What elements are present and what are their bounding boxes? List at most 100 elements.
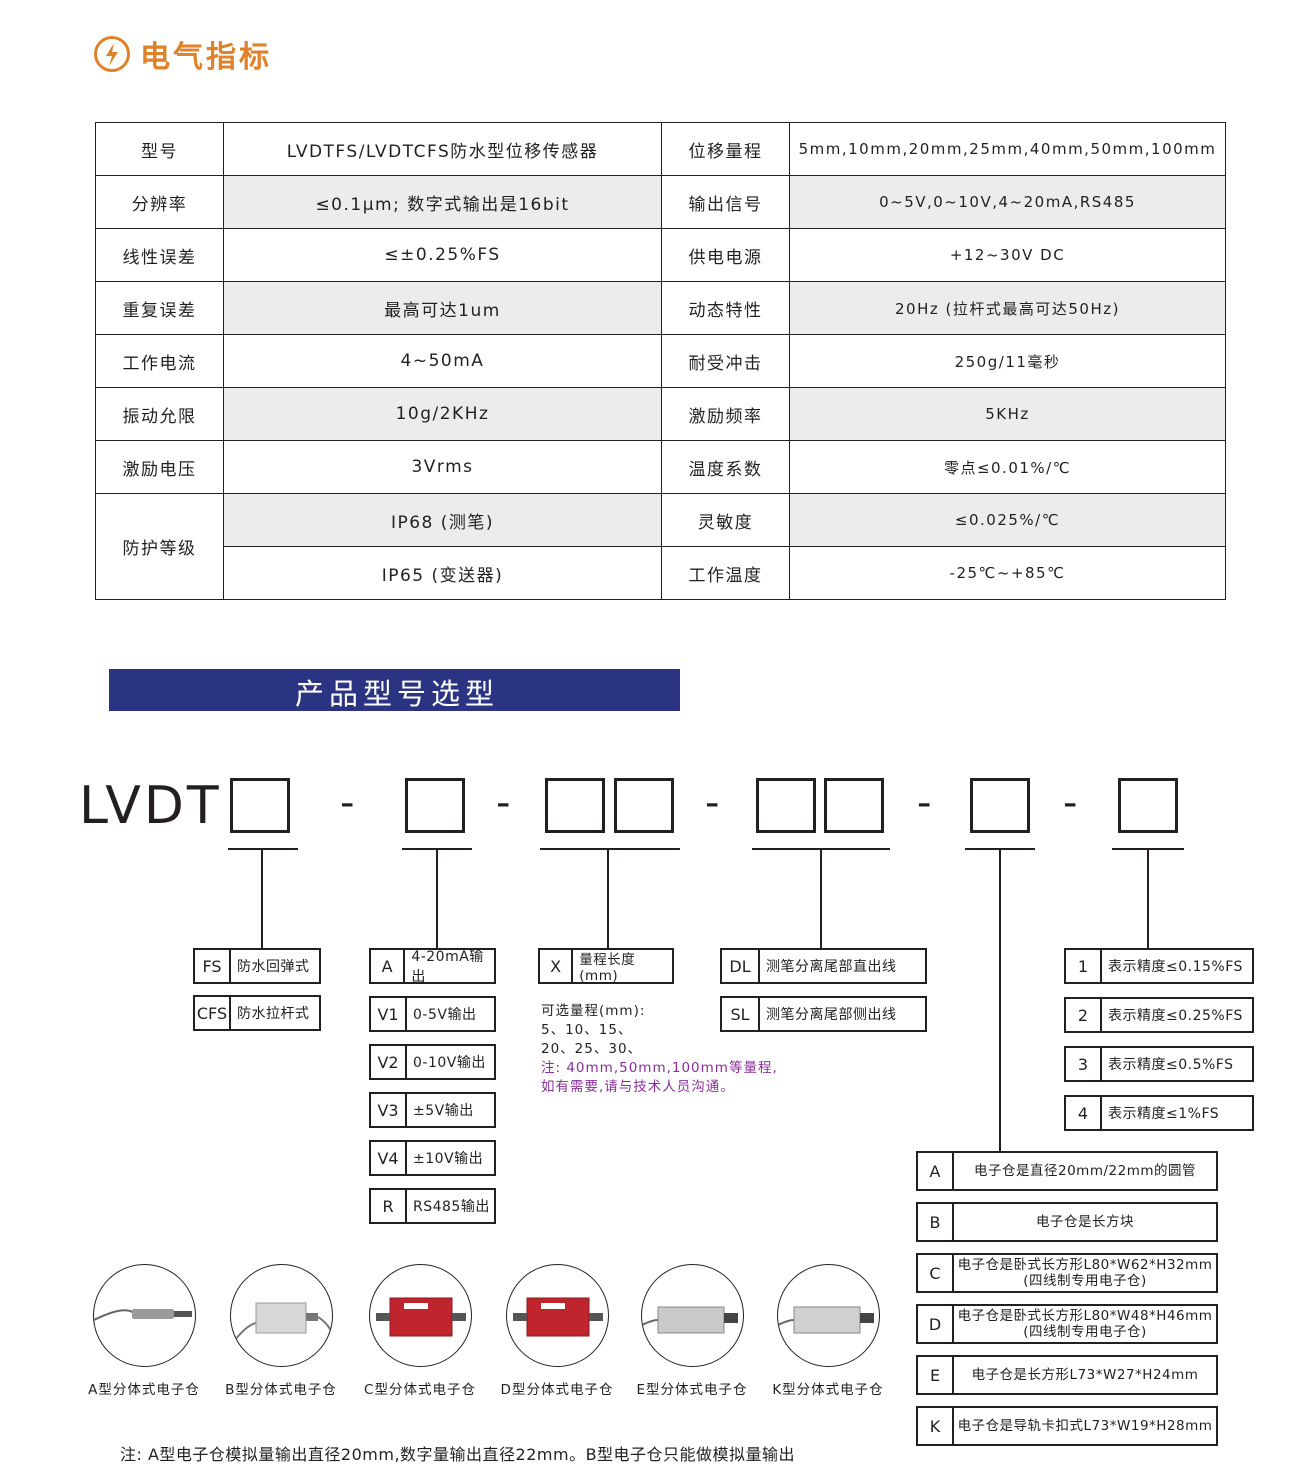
banner-bar <box>109 669 680 711</box>
option-desc: RS485输出 <box>413 1199 490 1215</box>
spec-cell-k1: 线性误差 <box>95 228 224 282</box>
option-code: V2 <box>371 1046 407 1078</box>
lightning-icon <box>94 36 130 72</box>
range-note-line: 如有需要,请与技术人员沟通。 <box>541 1079 735 1095</box>
spec-cell-v2: 0~5V,0~10V,4~20mA,RS485 <box>789 175 1226 229</box>
product-illustration <box>376 1297 466 1337</box>
underline-range <box>540 848 680 850</box>
option-code: E <box>918 1357 954 1393</box>
spec-cell-k1: 激励电压 <box>95 440 224 494</box>
connector-type <box>261 849 263 950</box>
product-caption: B型分体式电子仓 <box>225 1382 337 1398</box>
spec-cell-v2: 5KHz <box>789 387 1226 441</box>
spec-cell-v1: LVDTFS/LVDTCFS防水型位移传感器 <box>223 122 662 176</box>
footnote: 注: A型电子仓模拟量输出直径20mm,数字量输出直径22mm。B型电子仓只能做… <box>120 1445 796 1464</box>
spec-row: IP65 (变送器)工作温度-25℃~+85℃ <box>96 546 1226 600</box>
option-code: A <box>918 1153 954 1189</box>
code-dash: - <box>340 780 355 826</box>
code-prefix: LVDT <box>79 776 222 836</box>
product-caption: A型分体式电子仓 <box>88 1382 200 1398</box>
option-range: X 量程长度(mm) <box>538 948 674 984</box>
range-note-line: 5、10、15、 <box>541 1022 633 1038</box>
option-code: D <box>918 1306 954 1342</box>
spec-cell-k2: 灵敏度 <box>661 493 790 547</box>
option-code: V1 <box>371 998 407 1030</box>
option-desc: 电子仓是长方块 <box>954 1204 1216 1240</box>
option-desc: 表示精度≤0.15%FS <box>1108 959 1243 975</box>
option-desc: 表示精度≤0.5%FS <box>1108 1057 1234 1073</box>
option-code: R <box>371 1190 407 1222</box>
underline-type <box>228 848 298 850</box>
spec-cell-v1: ≤0.1μm; 数字式输出是16bit <box>223 175 662 229</box>
option-desc-line: 电子仓是导轨卡扣式L73*W19*H28mm <box>957 1418 1213 1434</box>
option-item: V1 0-5V输出 <box>369 996 496 1032</box>
option-item: CFS 防水拉杆式 <box>193 995 321 1031</box>
range-note: 可选量程(mm): 5、10、15、 20、25、30、 注: 40mm,50m… <box>541 1002 778 1097</box>
product-image <box>230 1264 333 1367</box>
banner-title: 产品型号选型 <box>295 677 500 711</box>
product-caption: E型分体式电子仓 <box>636 1382 748 1398</box>
spec-cell-v1: IP68 (测笔) <box>223 493 662 547</box>
option-item: 3 表示精度≤0.5%FS <box>1064 1046 1254 1082</box>
option-desc: 电子仓是导轨卡扣式L73*W19*H28mm <box>954 1408 1216 1444</box>
option-item: V4±10V输出 <box>369 1140 496 1176</box>
range-note-line: 20、25、30、 <box>541 1041 643 1057</box>
option-desc: 电子仓是卧式长方形L80*W48*H46mm(四线制专用电子仓) <box>954 1306 1216 1342</box>
spec-cell-v2: +12~30V DC <box>789 228 1226 282</box>
connector-accuracy <box>1147 849 1149 950</box>
spec-cell-k1: 型号 <box>95 122 224 176</box>
option-item: R RS485输出 <box>369 1188 496 1224</box>
code-box-housing <box>970 778 1030 833</box>
spec-cell-k2: 输出信号 <box>661 175 790 229</box>
spec-cell-v1: 最高可达1um <box>223 281 662 335</box>
spec-cell-v1: 3Vrms <box>223 440 662 494</box>
product-illustration <box>94 1309 192 1321</box>
option-code: V3 <box>371 1094 407 1126</box>
spec-cell-k1: 重复误差 <box>95 281 224 335</box>
option-desc: 电子仓是卧式长方形L80*W62*H32mm(四线制专用电子仓) <box>954 1255 1216 1291</box>
code-dash: - <box>496 780 511 826</box>
spec-cell-k2: 激励频率 <box>661 387 790 441</box>
spec-cell-v2: -25℃~+85℃ <box>789 546 1226 600</box>
code-box-cable-2 <box>824 778 884 833</box>
spec-cell-k1: 防护等级 <box>95 493 224 600</box>
spec-cell-v1: 4~50mA <box>223 334 662 388</box>
spec-cell-k1: 工作电流 <box>95 334 224 388</box>
option-desc: 0-5V输出 <box>413 1007 477 1023</box>
product-illustration <box>513 1297 603 1337</box>
option-desc: 防水拉杆式 <box>237 1006 310 1022</box>
option-desc-line: (四线制专用电子仓) <box>1023 1324 1147 1340</box>
option-code: 3 <box>1066 1048 1102 1080</box>
option-code: X <box>540 950 574 982</box>
connector-range <box>607 849 609 950</box>
option-desc: 表示精度≤0.25%FS <box>1108 1008 1243 1024</box>
option-desc: 电子仓是长方形L73*W27*H24mm <box>954 1357 1216 1393</box>
product-caption: K型分体式电子仓 <box>772 1382 884 1398</box>
option-item: V3±5V输出 <box>369 1092 496 1128</box>
option-code: FS <box>195 950 231 982</box>
spec-cell-k2: 供电电源 <box>661 228 790 282</box>
spec-cell-v1: IP65 (变送器) <box>223 546 662 600</box>
option-desc-line: 电子仓是卧式长方形L80*W62*H32mm <box>957 1257 1213 1273</box>
option-desc-line: (四线制专用电子仓) <box>1023 1273 1147 1289</box>
product-image <box>93 1264 196 1367</box>
spec-cell-v2: 零点≤0.01%/℃ <box>789 440 1226 494</box>
spec-cell-k1: 振动允限 <box>95 387 224 441</box>
spec-cell-v1: ≤±0.25%FS <box>223 228 662 282</box>
connector-housing <box>999 849 1001 1152</box>
code-box-output <box>405 778 465 833</box>
option-code: CFS <box>195 997 231 1029</box>
range-note-line: 可选量程(mm): <box>541 1003 646 1019</box>
connector-cable <box>820 849 822 950</box>
option-desc: 表示精度≤1%FS <box>1108 1106 1220 1122</box>
spec-cell-k2: 动态特性 <box>661 281 790 335</box>
